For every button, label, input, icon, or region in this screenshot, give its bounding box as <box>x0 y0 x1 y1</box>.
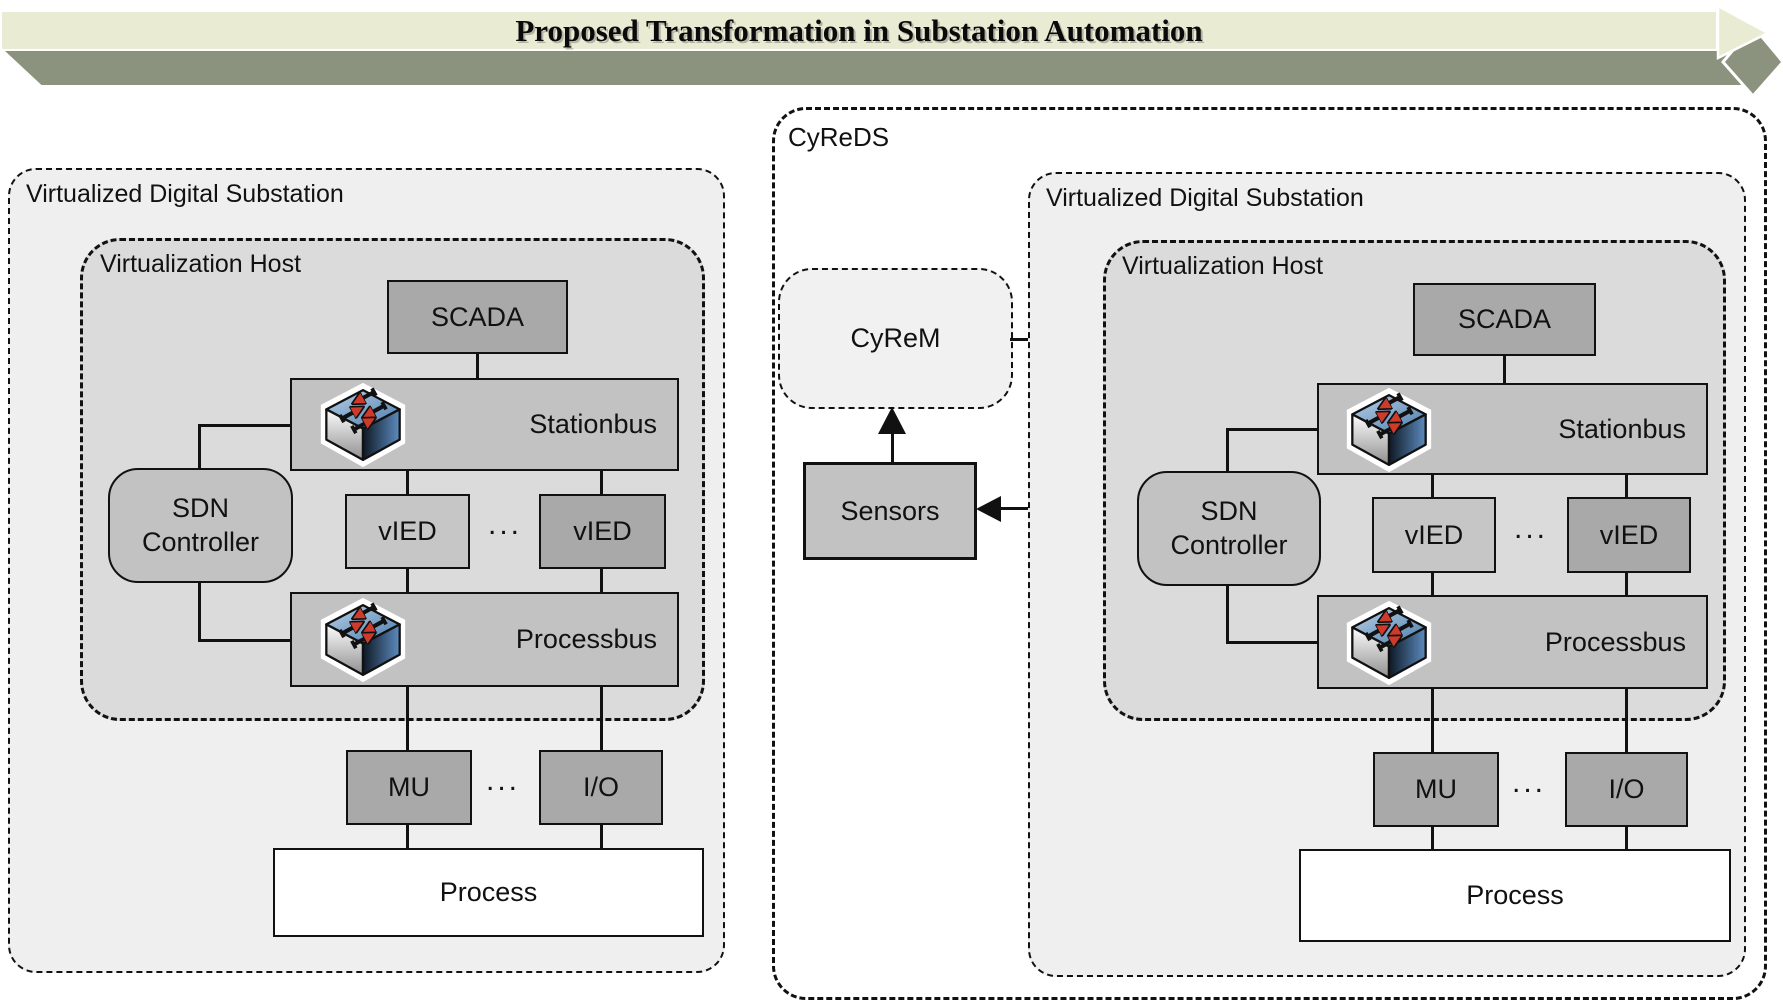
left-host-label: Virtualization Host <box>100 250 302 278</box>
right-scada-box: SCADA <box>1413 283 1596 356</box>
right-processbus-io-link <box>1625 686 1628 754</box>
sensors-to-cyrem-arrow-line <box>891 430 894 464</box>
left-processbus-mu-link <box>406 685 409 752</box>
sensors-label: Sensors <box>840 495 940 526</box>
right-stationbus-switch-icon <box>1343 386 1435 474</box>
left-io-label: I/O <box>582 772 619 802</box>
right-vied-ellipsis: ... <box>1513 512 1548 545</box>
right-stationbus-vied2-link <box>1625 472 1628 500</box>
host-to-sensors-arrowhead-icon <box>976 496 1001 522</box>
right-mu-label: MU <box>1415 774 1457 804</box>
right-scada-stationbus-link <box>1503 353 1506 385</box>
left-mu-box: MU <box>346 750 472 825</box>
right-vied1-label: vIED <box>1404 519 1464 550</box>
right-process-box: Process <box>1299 849 1731 942</box>
left-vied2-processbus-link <box>600 566 603 595</box>
left-process-label: Process <box>439 877 538 907</box>
right-stationbus-vied1-link <box>1431 472 1434 500</box>
left-mu-io-ellipsis: ... <box>485 764 520 797</box>
cyreds-label: CyReDS <box>788 122 890 152</box>
left-stationbus-vied2-link <box>600 468 603 496</box>
right-host-label: Virtualization Host <box>1122 252 1324 280</box>
right-sdn-stationbus-elbow-h <box>1226 428 1317 431</box>
right-mu-process-link <box>1431 824 1434 851</box>
left-vied2-box: vIED <box>539 494 666 569</box>
left-sdn-controller-box: SDN Controller <box>108 468 293 583</box>
left-vied1-processbus-link <box>406 566 409 595</box>
left-sdn-controller-label: SDN Controller <box>141 492 260 557</box>
right-vied1-processbus-link <box>1431 570 1434 598</box>
right-stationbus-label: Stationbus <box>1558 413 1686 444</box>
left-mu-label: MU <box>388 772 430 802</box>
cyreds-container <box>772 107 1767 1000</box>
left-stationbus-label: Stationbus <box>529 409 657 439</box>
right-process-label: Process <box>1466 880 1564 910</box>
left-sdn-processbus-elbow-v <box>198 580 201 642</box>
left-sdn-stationbus-elbow-h <box>198 424 292 427</box>
right-vied2-box: vIED <box>1567 497 1691 573</box>
left-vied1-box: vIED <box>345 494 470 569</box>
left-io-box: I/O <box>539 750 663 825</box>
right-vied2-processbus-link <box>1625 570 1628 598</box>
left-vied2-label: vIED <box>573 516 632 546</box>
right-sdn-processbus-elbow-v <box>1226 583 1229 644</box>
right-processbus-switch-icon <box>1343 599 1435 687</box>
left-mu-process-link <box>406 822 409 850</box>
left-processbus-io-link <box>600 685 603 752</box>
right-sdn-controller-label: SDN Controller <box>1170 495 1288 560</box>
sensors-box: Sensors <box>803 462 977 560</box>
right-mu-box: MU <box>1373 752 1499 827</box>
left-vied1-label: vIED <box>378 516 437 546</box>
left-sdn-processbus-elbow-h <box>198 639 292 642</box>
left-sdn-stationbus-elbow-v <box>198 424 201 470</box>
sensors-to-cyrem-arrowhead-icon <box>878 407 906 434</box>
left-process-box: Process <box>273 848 704 937</box>
left-scada-stationbus-link <box>476 352 479 380</box>
right-scada-label: SCADA <box>1457 304 1552 334</box>
right-io-label: I/O <box>1608 774 1645 804</box>
banner-ribbon: Proposed Transformation in Substation Au… <box>2 12 1716 49</box>
page-title: Proposed Transformation in Substation Au… <box>515 12 1203 48</box>
right-io-process-link <box>1625 824 1628 851</box>
right-processbus-mu-link <box>1431 686 1434 754</box>
cyrem-label: CyReM <box>850 323 941 353</box>
right-vied1-box: vIED <box>1372 497 1496 573</box>
banner-shadow-bar <box>5 51 1742 85</box>
right-processbus-label: Processbus <box>1544 626 1686 657</box>
ribbon-arrow-icon <box>1716 3 1783 99</box>
right-sdn-controller-box: SDN Controller <box>1137 471 1321 586</box>
left-stationbus-switch-icon <box>317 381 409 469</box>
right-vied2-label: vIED <box>1599 519 1659 550</box>
left-vied-ellipsis: ... <box>487 508 522 541</box>
left-scada-box: SCADA <box>387 280 568 354</box>
left-processbus-switch-icon <box>317 596 409 684</box>
left-stationbus-vied1-link <box>406 468 409 496</box>
right-substation-label: Virtualized Digital Substation <box>1046 184 1364 212</box>
cyrem-box <box>778 268 1013 409</box>
left-substation-label: Virtualized Digital Substation <box>26 180 344 208</box>
right-io-box: I/O <box>1565 752 1688 827</box>
left-processbus-label: Processbus <box>515 624 657 654</box>
right-sdn-processbus-elbow-h <box>1226 641 1317 644</box>
left-scada-label: SCADA <box>430 301 525 332</box>
right-sdn-stationbus-elbow-v <box>1226 428 1229 473</box>
right-mu-io-ellipsis: ... <box>1511 766 1546 799</box>
left-io-process-link <box>600 822 603 850</box>
